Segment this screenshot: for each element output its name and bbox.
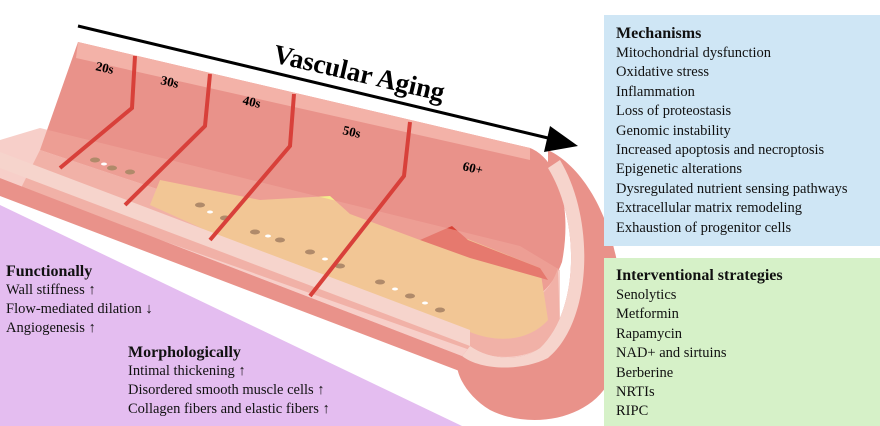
functional-item-flow-mediated-dilation: Flow-mediated dilation ↓ bbox=[6, 301, 153, 317]
age-label-30s: 30s bbox=[159, 72, 180, 91]
list-item: Oxidative stress bbox=[616, 64, 710, 81]
morphological-item-intimal-thickening: Intimal thickening ↑ bbox=[128, 363, 246, 379]
age-label-20s: 20s bbox=[94, 58, 115, 77]
list-item: Dysregulated nutrient sensing pathways bbox=[616, 180, 848, 197]
elastic-fibers bbox=[101, 162, 428, 305]
interventions-panel: Interventional strategies Senolytics Met… bbox=[604, 258, 880, 426]
mechanisms-heading: Mechanisms bbox=[616, 25, 702, 42]
age-label-40s: 40s bbox=[241, 92, 262, 111]
list-item: Mitochondrial dysfunction bbox=[616, 45, 772, 61]
morphological-item-smooth-muscle-cells: Disordered smooth muscle cells ↑ bbox=[128, 382, 325, 398]
age-label-60plus: 60+ bbox=[461, 158, 484, 177]
list-item: Metformin bbox=[616, 306, 679, 323]
list-item: NRTIs bbox=[616, 384, 655, 401]
interventions-list: Senolytics Metformin Rapamycin NAD+ and … bbox=[616, 286, 880, 422]
aging-effects-panel bbox=[0, 205, 462, 426]
list-item: Rapamycin bbox=[616, 325, 683, 342]
mechanisms-list: Mitochondrial dysfunction Oxidative stre… bbox=[616, 44, 880, 238]
list-item: RIPC bbox=[616, 403, 649, 420]
list-item: Senolytics bbox=[616, 287, 677, 303]
list-item: Increased apoptosis and necroptosis bbox=[616, 142, 825, 159]
age-segment-lines bbox=[58, 55, 412, 298]
list-item: Berberine bbox=[616, 364, 674, 381]
vessel-wall-outer bbox=[0, 178, 462, 372]
list-item: Exhaustion of progenitor cells bbox=[616, 219, 792, 236]
functional-item-wall-stiffness: Wall stiffness ↑ bbox=[6, 282, 96, 298]
aging-arrow-head bbox=[544, 126, 578, 152]
list-item: NAD+ and sirtuins bbox=[616, 345, 727, 362]
list-item: Genomic instability bbox=[616, 122, 731, 139]
age-label-50s: 50s bbox=[341, 122, 362, 141]
interventions-heading: Interventional strategies bbox=[616, 267, 783, 284]
list-item: Extracellular matrix remodeling bbox=[616, 200, 803, 217]
list-item: Epigenetic alterations bbox=[616, 161, 743, 178]
vessel-wall-layers bbox=[0, 152, 470, 346]
vessel-back-wall-shade bbox=[76, 42, 530, 160]
morphologically-heading: Morphologically bbox=[128, 344, 241, 361]
functionally-heading: Functionally bbox=[6, 263, 93, 280]
aging-arrow-shaft bbox=[77, 24, 549, 140]
functional-item-angiogenesis: Angiogenesis ↑ bbox=[6, 320, 96, 336]
vessel-front-wall bbox=[0, 128, 560, 364]
mechanisms-panel: Mechanisms Mitochondrial dysfunction Oxi… bbox=[604, 15, 880, 246]
list-item: Inflammation bbox=[616, 83, 695, 100]
list-item: Loss of proteostasis bbox=[616, 103, 732, 120]
morphological-item-fibers: Collagen fibers and elastic fibers ↑ bbox=[128, 401, 330, 417]
